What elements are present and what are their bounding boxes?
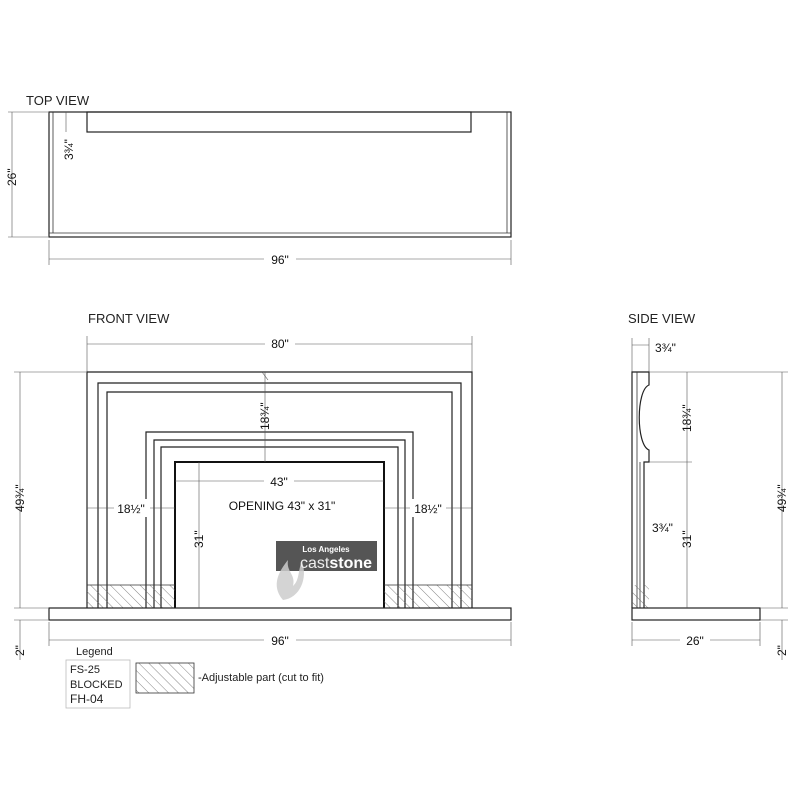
front-view-title: FRONT VIEW: [88, 311, 170, 326]
legend-code-1: FS-25: [70, 664, 100, 676]
legend: Legend FS-25 BLOCKED FH-04 -Adjustable p…: [65, 646, 324, 709]
side-view-title: SIDE VIEW: [628, 311, 696, 326]
legend-code-2: BLOCKED: [70, 679, 123, 691]
front-view: FRONT VIEW 80" 18¾" 43" OPENING 43" x 31…: [13, 311, 512, 660]
side-profile: [631, 371, 650, 608]
left-leg-dim: 18½": [117, 502, 145, 516]
firebox-opening: [174, 461, 385, 608]
top-inset-dim: 3¾": [62, 139, 76, 160]
right-leg-dim: 18½": [414, 502, 442, 516]
opening-width-dim: 43": [270, 475, 288, 489]
legend-hatch-swatch: [135, 662, 195, 694]
top-view-title: TOP VIEW: [26, 93, 90, 108]
opening-height-dim: 31": [192, 530, 206, 548]
legend-title: Legend: [76, 646, 113, 658]
top-view-outline: [48, 111, 512, 238]
opening-label: OPENING 43" x 31": [229, 499, 336, 513]
side-base-depth-dim: 26": [686, 634, 704, 648]
front-top-band-dim: 18¾": [258, 402, 272, 430]
front-height-dim: 49¾": [13, 484, 27, 512]
frame-outer: [86, 371, 473, 608]
adjustable-part-left: [87, 585, 175, 608]
side-depth-top-dim: 3¾": [655, 341, 676, 355]
logo-line1: Los Angeles: [302, 545, 350, 554]
side-adjustable-part: [632, 585, 649, 608]
adjustable-part-right: [384, 585, 472, 608]
brand-logo: Los Angeles caststone: [276, 541, 377, 600]
logo-background: [276, 541, 377, 571]
front-width-80-dim: 80": [271, 337, 289, 351]
top-view: TOP VIEW 3¾" 26" 96": [5, 93, 512, 267]
top-view-mantel-shelf: [86, 111, 472, 133]
side-top-band-dim: 18¾": [680, 404, 694, 432]
legend-code-3: FH-04: [70, 692, 104, 706]
top-width-dim: 96": [271, 253, 289, 267]
side-leg-depth-dim: 3¾": [652, 521, 673, 535]
hearth: [48, 607, 512, 621]
front-width-96-dim: 96": [271, 634, 289, 648]
side-hearth-height-dim: 2": [775, 645, 789, 656]
legend-hatch-text: -Adjustable part (cut to fit): [198, 672, 324, 684]
legend-code-box: [65, 659, 131, 709]
top-depth-dim: 26": [5, 168, 19, 186]
logo-word-cast: caststone: [300, 555, 372, 572]
side-view: SIDE VIEW 3¾" 18¾" 3¾" 31" 49¾" 2": [628, 311, 789, 660]
side-total-height-dim: 49¾": [775, 484, 789, 512]
hearth-height-dim: 2": [13, 645, 27, 656]
side-opening-height-dim: 31": [680, 530, 694, 548]
flame-icon: [276, 560, 304, 600]
side-hearth: [631, 607, 761, 621]
